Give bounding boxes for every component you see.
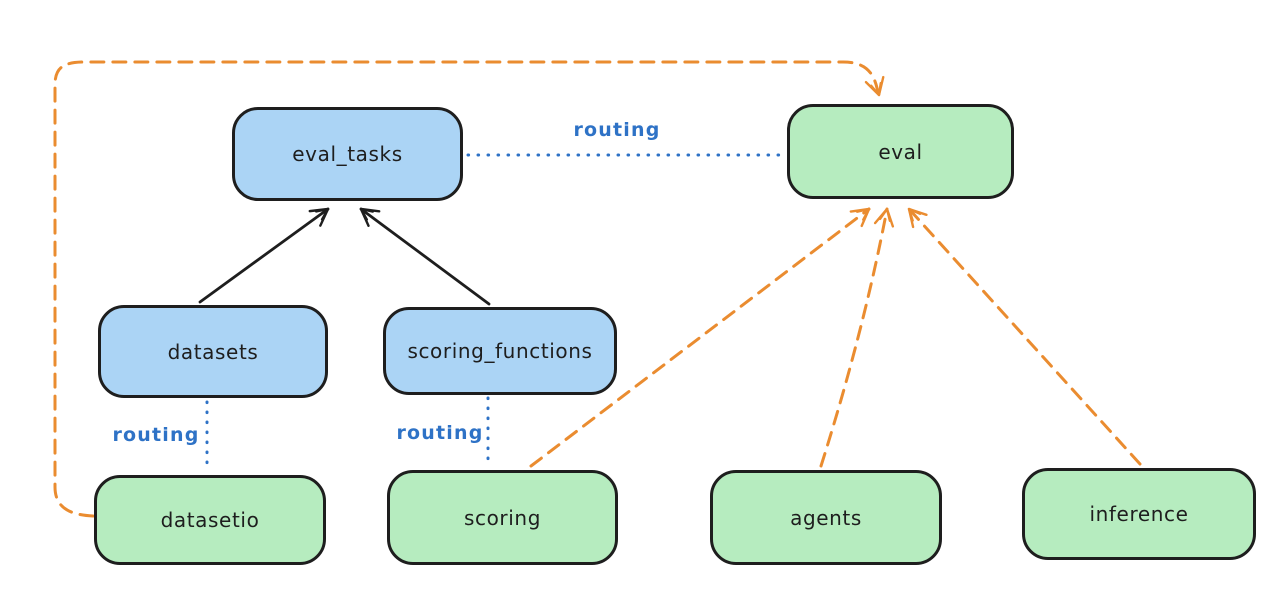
edge-datasetio-to-eval-loop	[53, 60, 885, 518]
node-agents-label: agents	[790, 505, 862, 530]
node-eval: eval	[787, 104, 1014, 199]
node-inference: inference	[1022, 468, 1256, 560]
node-eval-tasks: eval_tasks	[232, 107, 463, 201]
routing-label-eval-tasks-eval: routing	[573, 119, 661, 141]
node-scoring-functions-label: scoring_functions	[407, 339, 593, 363]
node-eval-label: eval	[878, 139, 923, 164]
node-scoring: scoring	[387, 470, 618, 565]
routing-label-datasets-datasetio: routing	[112, 424, 200, 446]
node-agents: agents	[710, 470, 942, 565]
edge-datasets-to-eval-tasks	[198, 207, 330, 304]
node-inference-label: inference	[1089, 502, 1189, 526]
node-scoring-label: scoring	[463, 505, 541, 530]
edge-inference-to-eval	[907, 207, 1142, 466]
node-datasetio-label: datasetio	[160, 508, 260, 532]
node-datasets-label: datasets	[167, 339, 259, 364]
node-scoring-functions: scoring_functions	[383, 307, 617, 395]
node-datasets: datasets	[98, 305, 328, 398]
node-eval-tasks-label: eval_tasks	[292, 142, 403, 166]
node-datasetio: datasetio	[94, 475, 326, 565]
edge-agents-to-eval	[819, 207, 895, 468]
routing-label-scoring-functions-scoring: routing	[396, 422, 484, 444]
edge-scoring-functions-to-eval-tasks	[359, 207, 491, 306]
